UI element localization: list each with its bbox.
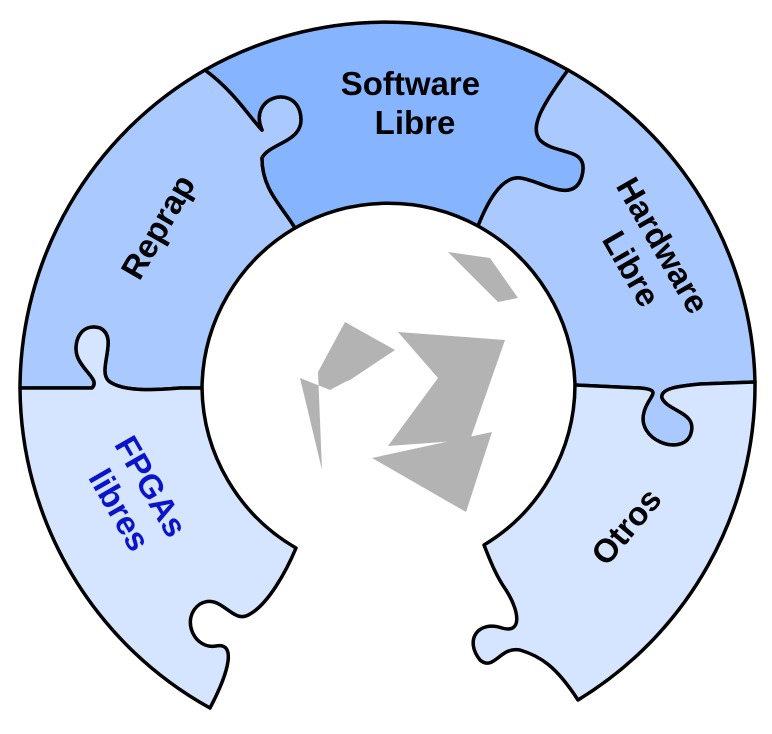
software-libre-label-line1: Software [341,65,480,102]
fpgas-libres-piece-shape [18,325,298,710]
otros-piece-shape [471,380,757,702]
logo-shape-bird [232,322,395,470]
puzzle-piece-otros: Otros [471,380,757,702]
svg-text:Software Libre: Software Libre [341,65,490,141]
software-libre-label-line2: Libre [375,104,456,141]
puzzle-piece-reprap: Reprap [18,68,303,392]
puzzle-piece-software-libre: Software Libre [203,20,585,230]
logo-shape-large-triangle [388,332,505,446]
puzzle-piece-fpgas-libres: FPGAs libres [18,325,298,710]
logo-shape-small-parallelogram [448,252,518,302]
tangram-logo-icon [232,252,518,512]
logo-shape-lower-triangle [372,432,492,512]
